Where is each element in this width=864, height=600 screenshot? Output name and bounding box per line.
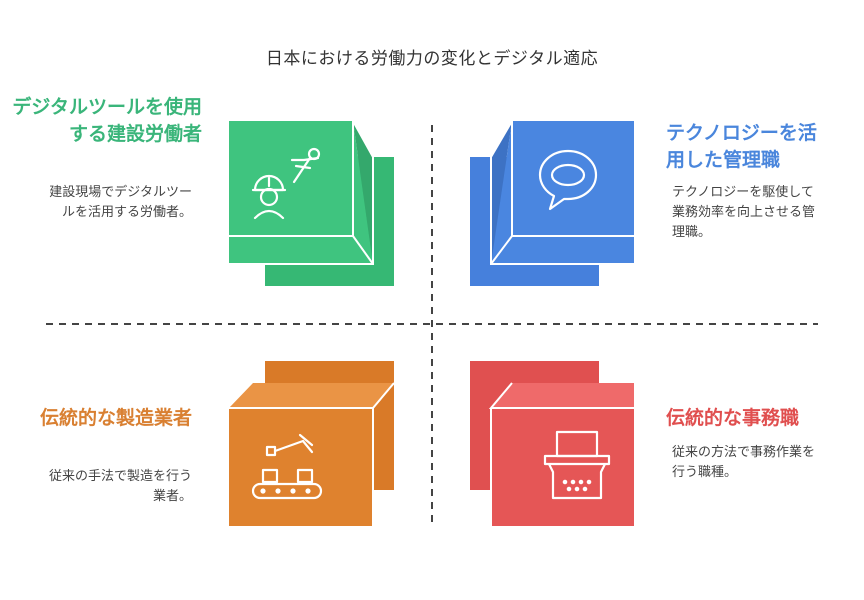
typewriter-icon	[543, 430, 611, 500]
speech-bubble-icon	[538, 149, 598, 211]
construction-worker-icon	[251, 147, 321, 220]
heading-traditional-manufacturers: 伝統的な製造業者	[39, 407, 192, 429]
box-construction-workers	[229, 120, 394, 286]
box-tech-managers	[470, 120, 634, 286]
desc-construction-workers: 建設現場でデジタルツールを活用する労働者。	[49, 185, 192, 220]
heading-tech-managers: テクノロジーを活用した管理職	[666, 122, 817, 171]
desc-traditional-manufacturers: 従来の手法で製造を行う業者。	[48, 469, 192, 504]
assembly-line-icon	[251, 433, 323, 500]
heading-traditional-office: 伝統的な事務職	[666, 407, 800, 429]
box-traditional-office	[470, 361, 634, 526]
diagram-title: 日本における労働力の変化とデジタル適応	[265, 49, 599, 69]
desc-tech-managers: テクノロジーを駆使して業務効率を向上させる管理職。	[672, 185, 816, 240]
box-traditional-manufacturers	[229, 361, 395, 526]
desc-traditional-office: 従来の方法で事務作業を行う職種。	[672, 445, 816, 480]
heading-construction-workers: デジタルツールを使用する建設労働者	[12, 96, 202, 145]
